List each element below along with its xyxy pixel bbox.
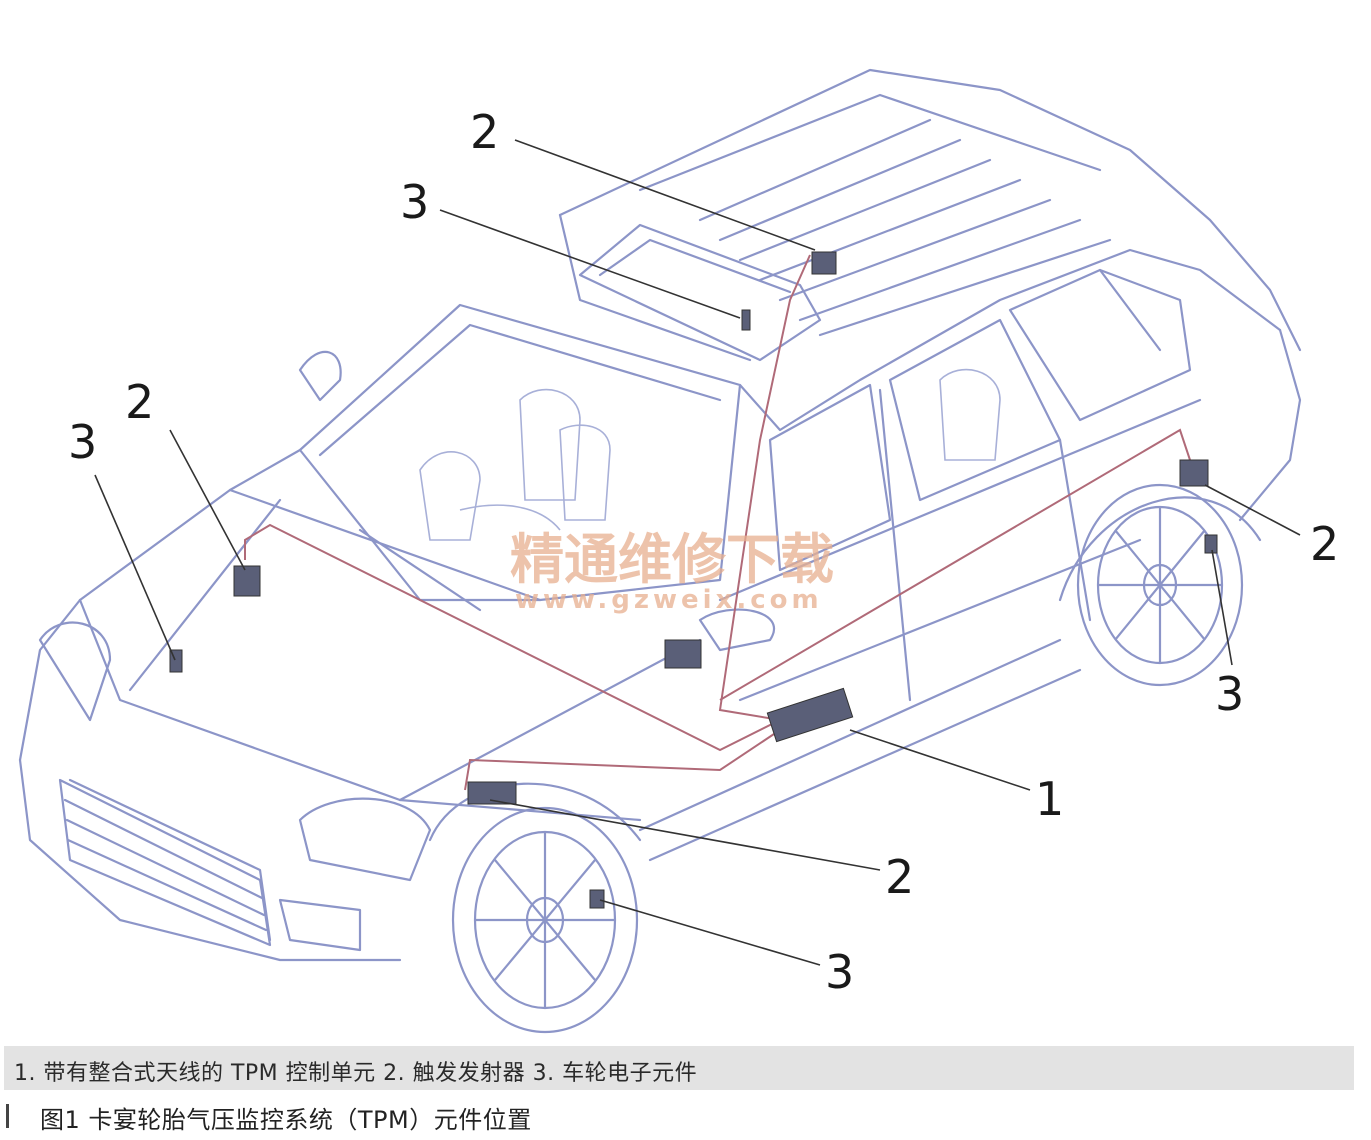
car-diagram: 2 3 2 3 2 3 1 2 3 精通维修下载 www.gzweix.com [18,68,1339,1034]
leader-lines [94,139,1301,966]
control-unit-1 [766,687,854,743]
trigger-transmitter-roof [811,251,837,275]
figure-caption: 图1 卡宴轮胎气压监控系统（TPM）元件位置 [40,1106,532,1134]
trigger-transmitter-front-right [467,781,517,805]
watermark-chinese: 精通维修下载 [510,527,834,591]
trigger-transmitter-front-left [233,565,261,597]
callout-roof-transmitter: 2 [470,105,499,159]
callout-roof-wheel-element: 3 [400,175,429,229]
tpm-components [169,251,1218,909]
callout-front-left-wheel-element: 3 [68,415,97,469]
rear-wheel [1076,483,1244,687]
wheel-electronics-front-right [589,889,605,909]
front-wheel [451,806,639,1034]
callout-numbers: 2 3 2 3 2 3 1 2 3 [68,105,1339,999]
caption-marker [6,1104,9,1128]
callout-control-unit: 1 [1035,772,1064,826]
wheel-electronics-roof [741,309,751,331]
watermark: 精通维修下载 www.gzweix.com [510,527,834,615]
interior-seats [419,368,1001,541]
callout-front-left-transmitter: 2 [125,375,154,429]
trigger-transmitter-mirror [664,639,702,669]
wheel-electronics-rear-right [1204,534,1218,554]
callout-front-right-transmitter: 2 [885,850,914,904]
trigger-transmitter-rear-right [1179,459,1209,487]
watermark-url: www.gzweix.com [515,585,823,615]
callout-rear-right-wheel-element: 3 [1215,667,1244,721]
tpm-wiring [244,254,1191,791]
legend-text: 1. 带有整合式天线的 TPM 控制单元 2. 触发发射器 3. 车轮电子元件 [14,1061,698,1086]
callout-front-right-wheel-element: 3 [825,945,854,999]
legend-bar [4,1046,1354,1090]
car-body-outline [18,68,1302,962]
callout-rear-right-transmitter: 2 [1310,517,1339,571]
